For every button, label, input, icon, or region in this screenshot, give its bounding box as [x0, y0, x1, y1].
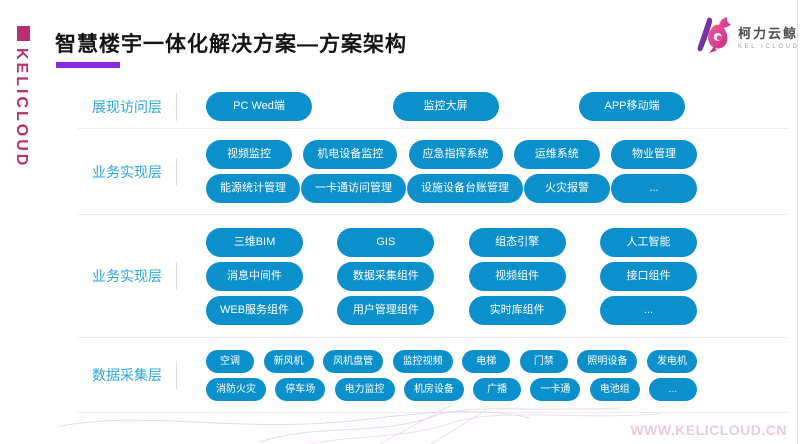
label-divider [176, 262, 177, 290]
arch-pill: 数据采集组件 [337, 261, 435, 291]
label-divider [176, 157, 177, 186]
label-divider [176, 361, 177, 389]
arch-pill: 视频监控 [206, 140, 292, 169]
arch-pill: 一卡通访问管理 [301, 174, 406, 203]
arch-pill: 实时库组件 [468, 295, 566, 325]
title-underline [56, 62, 120, 68]
arch-pill: 新风机 [263, 349, 314, 373]
arch-pill: 接口组件 [599, 261, 697, 291]
arch-pill: 能源统计管理 [206, 174, 300, 203]
whale-logo-icon [697, 17, 732, 54]
arch-pill: 机房设备 [403, 377, 464, 401]
arch-pill: ... [611, 174, 697, 203]
pill-rows: 空调新风机风机盘管监控视频电梯门禁照明设备发电机消防火灾停车场电力监控机房设备广… [206, 349, 788, 401]
logo-text-en: KEL ICLOUD [738, 43, 800, 50]
arch-pill: 电梯 [462, 349, 511, 373]
arch-pill: 发电机 [646, 349, 697, 373]
arch-pill: GIS [337, 227, 435, 257]
arch-pill: 电池组 [589, 377, 640, 401]
arch-pill: 应急指挥系统 [408, 140, 503, 169]
brand-vertical-text: KELICLOUD [13, 48, 30, 169]
arch-pill: 门禁 [519, 349, 568, 373]
arch-pill: 组态引擎 [468, 227, 566, 257]
pill-rows: PC Wed端 监控大屏 APP移动端 [206, 92, 788, 121]
pill-row: WEB服务组件 用户管理组件 实时库组件... [206, 295, 697, 325]
arch-pill: ... [600, 295, 697, 325]
arch-pill: 电力监控 [334, 377, 395, 401]
arch-pill: 物业管理 [611, 140, 697, 169]
watermark-url: WWW.KELICLOUD.CN [630, 422, 787, 438]
logo-text: 柯力云鲸 KEL ICLOUD [738, 23, 799, 50]
logo-text-cn: 柯力云鲸 [738, 25, 799, 41]
right-border-line [797, 0, 798, 444]
pill-row: 消防火灾停车场电力监控机房设备广播一卡通电池组... [206, 377, 697, 401]
arch-pill: 风机盘管 [323, 349, 384, 373]
arch-pill: 消防火灾 [206, 377, 266, 401]
layer-label: 业务实现层 [92, 163, 162, 180]
layer-label: 数据采集层 [92, 367, 162, 383]
pill-row: 消息中间件 数据采集组件 视频组件 接口组件 [206, 261, 697, 291]
layer-3: 业务实现层 三维BIM GIS 组态引擎 人工智能消息中间件 数据采集组件 视频组件 接口组件… [78, 215, 788, 338]
pill-row: 空调新风机风机盘管监控视频电梯门禁照明设备发电机 [206, 349, 697, 373]
layer-1: 展现访问层 PC Wed端 监控大屏 APP移动端 [78, 85, 788, 129]
pill-row: 能源统计管理一卡通访问管理设施设备台账管理火灾报警... [206, 174, 697, 203]
layer-label: 展现访问层 [92, 98, 162, 115]
arch-pill: 用户管理组件 [337, 295, 435, 325]
arch-pill: 视频组件 [468, 261, 566, 291]
arch-pill: 监控视频 [392, 349, 453, 373]
arch-pill: 广播 [473, 377, 522, 401]
decorative-swirls [60, 405, 661, 444]
architecture-diagram: 展现访问层 PC Wed端 监控大屏 APP移动端业务实现层 视频监控机电设备监控应急指… [78, 85, 788, 413]
label-divider [176, 92, 177, 121]
pill-rows: 三维BIM GIS 组态引擎 人工智能消息中间件 数据采集组件 视频组件 接口组件 WEB服务… [206, 227, 788, 325]
pill-row: PC Wed端 监控大屏 APP移动端 [206, 92, 685, 121]
page-title: 智慧楼宇一体化解决方案—方案架构 [55, 33, 407, 56]
arch-pill: ... [648, 377, 697, 401]
arch-pill: 停车场 [275, 377, 326, 401]
arch-pill: 消息中间件 [206, 261, 303, 291]
pill-row: 三维BIM GIS 组态引擎 人工智能 [206, 227, 697, 257]
arch-pill: APP移动端 [579, 92, 685, 121]
arch-pill: 机电设备监控 [303, 140, 398, 169]
logo: 柯力云鲸 KEL ICLOUD [694, 16, 799, 56]
arch-pill: 设施设备台账管理 [407, 174, 523, 203]
arch-pill: 运维系统 [513, 140, 600, 169]
arch-pill: 照明设备 [577, 349, 638, 373]
arch-pill: 火灾报警 [524, 174, 610, 203]
arch-pill: 一卡通 [530, 377, 581, 401]
brand-bar [17, 26, 30, 41]
arch-pill: WEB服务组件 [206, 295, 304, 325]
layer-2: 业务实现层视频监控机电设备监控应急指挥系统运维系统物业管理能源统计管理一卡通访问… [78, 129, 788, 215]
arch-pill: PC Wed端 [206, 92, 312, 121]
arch-pill: 三维BIM [206, 227, 303, 257]
pill-row: 视频监控机电设备监控应急指挥系统运维系统物业管理 [206, 140, 697, 169]
pill-rows: 视频监控机电设备监控应急指挥系统运维系统物业管理能源统计管理一卡通访问管理设施设… [206, 140, 788, 203]
layer-label: 业务实现层 [92, 268, 162, 284]
layer-4: 数据采集层空调新风机风机盘管监控视频电梯门禁照明设备发电机消防火灾停车场电力监控… [78, 338, 788, 413]
arch-pill: 人工智能 [599, 227, 697, 257]
arch-pill: 监控大屏 [392, 92, 499, 121]
arch-pill: 空调 [206, 349, 254, 373]
